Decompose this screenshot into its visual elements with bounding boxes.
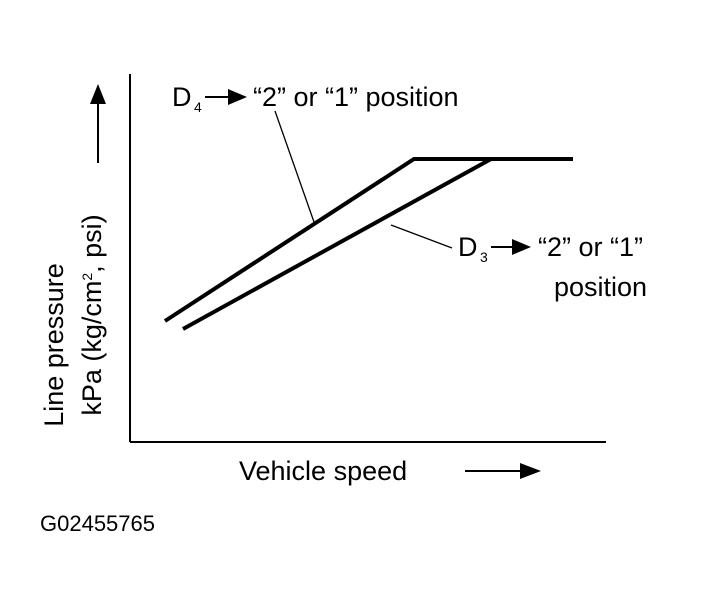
y-axis-label-line-2: kPa (kg/cm2, psi): [77, 214, 107, 415]
x-axis-arrow-head: [520, 463, 541, 479]
d4-pressure-line: [163, 157, 573, 323]
d3-label-arrow-head: [512, 239, 531, 255]
figure-code: G02455765: [40, 511, 155, 536]
d4-label-subscript: 4: [194, 99, 202, 115]
d3-pressure-line: [182, 157, 492, 331]
y-axis-label-superscript: 2: [79, 273, 95, 281]
y-axis-arrow-head: [90, 84, 106, 104]
d3-label-main: D: [458, 232, 478, 262]
d4-label-main: D: [172, 82, 192, 112]
d4-leader-line: [274, 110, 315, 223]
d3-position-label-line-1: “2” or “1”: [538, 232, 643, 262]
d4-position-label: “2” or “1” position: [253, 82, 459, 112]
d4-label-arrow-head: [228, 89, 247, 105]
d3-label-subscript: 3: [480, 249, 488, 265]
y-axis-label-suffix: , psi): [77, 214, 107, 273]
d3-leader-line: [390, 224, 453, 249]
y-axis-label-prefix: kPa (kg/cm: [77, 281, 107, 416]
x-axis-label: Vehicle speed: [239, 456, 407, 486]
y-axis-label-line-1: Line pressure: [39, 263, 69, 427]
d3-position-label-line-2: position: [554, 272, 647, 302]
